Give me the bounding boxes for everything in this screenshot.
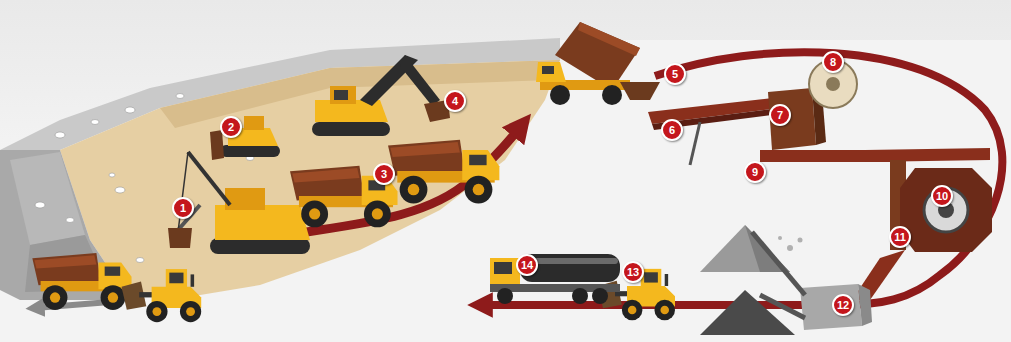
stockpiles-part (778, 236, 782, 240)
bulldozer (210, 116, 280, 160)
loader-and-tanker-part (494, 262, 512, 274)
stockpiles-part (760, 295, 805, 318)
dumping-truck (536, 22, 660, 105)
bulldozer-part (210, 130, 224, 160)
excavator-part (330, 86, 356, 104)
crushing-plant-part (865, 148, 990, 162)
dumping-truck-part (602, 85, 622, 105)
stockpiles-part (798, 238, 803, 243)
bulldozer-part (220, 145, 280, 157)
excavator-part (312, 122, 390, 136)
open-pit-part (60, 60, 560, 300)
crushing-plant-part (900, 168, 992, 252)
open-pit-part (35, 202, 45, 208)
truck-and-loader-part (32, 253, 131, 310)
callout-number: 12 (832, 294, 854, 316)
dumping-truck-part (550, 85, 570, 105)
stockpiles-part (787, 245, 793, 251)
callout-number: 6 (661, 119, 683, 141)
rope-shovel-part (225, 188, 265, 210)
dumping-truck-part (542, 66, 554, 74)
open-pit-part (66, 218, 74, 223)
open-pit-part (136, 258, 144, 263)
crushing-plant-part (690, 122, 700, 165)
dumping-truck-part (578, 22, 640, 56)
truck-and-loader-part (121, 269, 201, 322)
haul-trucks (290, 140, 499, 228)
truck-and-loader (32, 253, 201, 322)
callout-number: 14 (516, 254, 538, 276)
loader-and-tanker-part (592, 288, 608, 304)
rope-shovel-part (188, 152, 230, 205)
callout-number: 10 (931, 185, 953, 207)
crushing-plant-part (768, 88, 816, 150)
crushing-plant (648, 60, 992, 330)
loader-and-tanker-part (572, 288, 588, 304)
callout-number: 7 (769, 104, 791, 126)
bulldozer-part (244, 116, 264, 130)
stockpiles-part (752, 232, 805, 295)
flow-arrows-part (480, 52, 1002, 305)
open-pit-part (55, 132, 65, 138)
open-pit-part (160, 60, 560, 128)
excavator-part (400, 55, 440, 106)
dumping-truck-part (620, 82, 660, 100)
stockpiles-part (700, 290, 795, 335)
open-pit-part (91, 120, 99, 125)
excavator-part (334, 90, 348, 100)
open-pit-part (176, 94, 184, 99)
open-pit-part (115, 187, 125, 193)
rope-shovel-part (210, 238, 310, 254)
callout-number: 3 (373, 163, 395, 185)
loader-and-tanker-part (497, 288, 513, 304)
crushing-plant-part (800, 284, 862, 330)
callout-number: 2 (220, 116, 242, 138)
open-pit-part (125, 107, 135, 113)
dumping-truck-part (555, 22, 640, 90)
dumping-truck-part (536, 62, 566, 82)
rope-shovel-part (215, 205, 310, 240)
rope-shovel (168, 152, 310, 254)
haul-trucks-part (388, 140, 499, 204)
background-part (0, 40, 1011, 342)
crushing-plant-part (826, 77, 840, 91)
loader-and-tanker (490, 254, 675, 320)
callout-number: 9 (744, 161, 766, 183)
rope-shovel-part (178, 152, 188, 232)
crushing-plant-part (858, 284, 872, 326)
rope-shovel-part (168, 228, 192, 248)
open-pit-part (10, 152, 85, 245)
excavator (312, 55, 450, 136)
open-pit-part (109, 173, 115, 177)
callout-number: 4 (444, 90, 466, 112)
callout-number: 13 (622, 261, 644, 283)
callout-number: 11 (889, 226, 911, 248)
callout-number: 5 (664, 63, 686, 85)
callout-number: 1 (172, 197, 194, 219)
callout-number: 8 (822, 51, 844, 73)
stockpiles-part (778, 236, 803, 251)
stockpiles (700, 225, 805, 335)
